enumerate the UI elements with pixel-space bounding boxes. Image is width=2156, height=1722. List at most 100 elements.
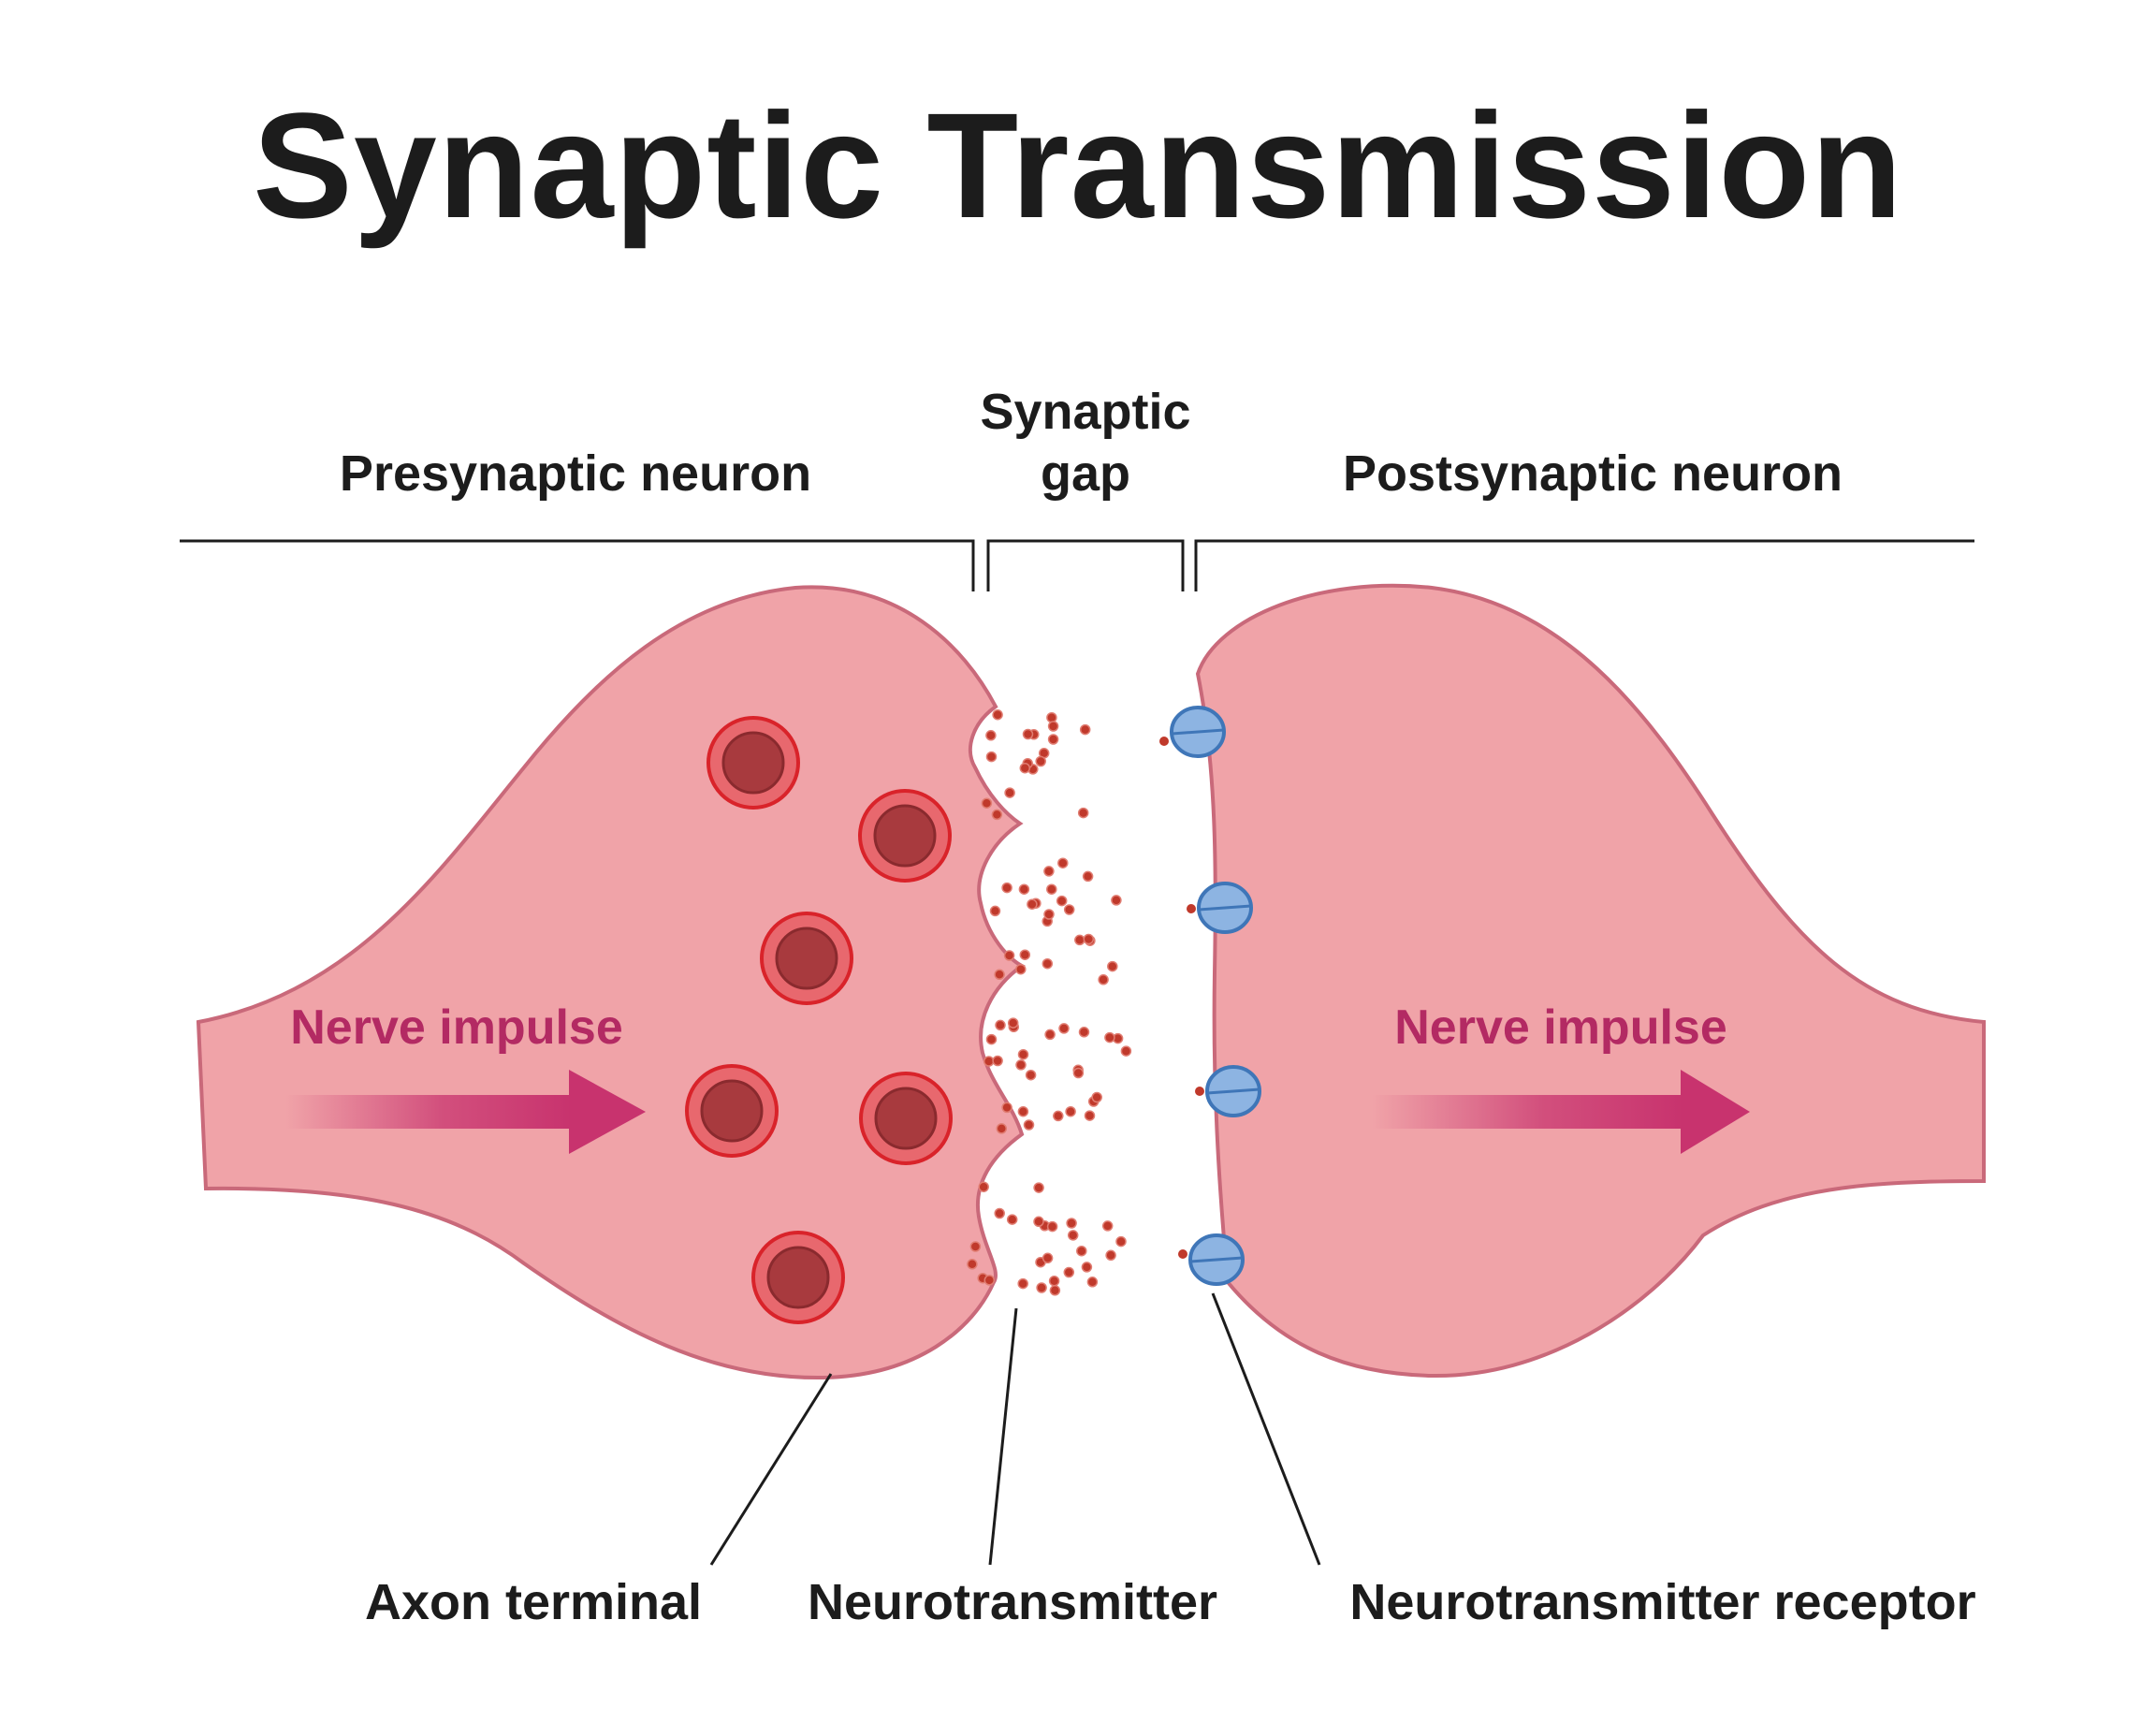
leader-axon-terminal bbox=[709, 1373, 833, 1566]
neurotransmitter-dot bbox=[1107, 960, 1118, 972]
neurotransmitter-dot bbox=[1082, 870, 1094, 883]
neurotransmitter-dot bbox=[981, 797, 993, 809]
neurotransmitter-dot bbox=[1003, 950, 1015, 961]
neurotransmitter-dot bbox=[995, 1019, 1006, 1031]
neurotransmitter-dot bbox=[1057, 857, 1069, 868]
neurotransmitter-dot bbox=[985, 730, 997, 741]
neurotransmitter-dot bbox=[1076, 1245, 1087, 1257]
neurotransmitter-dot bbox=[1019, 949, 1031, 960]
neurotransmitter-dot bbox=[991, 809, 1003, 821]
nerve-impulse-arrow-left bbox=[285, 1070, 646, 1154]
neurotransmitter-dot bbox=[1033, 1216, 1044, 1228]
neurotransmitter-dot bbox=[1043, 866, 1055, 877]
neurotransmitter-dot bbox=[1072, 1067, 1085, 1079]
neurotransmitter-dot bbox=[1111, 895, 1122, 906]
neurotransmitter-dot bbox=[1047, 721, 1059, 732]
neurotransmitter-dot bbox=[1025, 1069, 1037, 1081]
neurotransmitter-dot bbox=[1015, 963, 1027, 975]
neurotransmitter-dot bbox=[1046, 883, 1057, 895]
synaptic-vesicle bbox=[751, 1231, 845, 1324]
neurotransmitter-dot bbox=[1078, 1027, 1090, 1038]
neurotransmitter-dot bbox=[1004, 787, 1015, 798]
neurotransmitter-dot bbox=[992, 708, 1003, 721]
neurotransmitter-dot bbox=[1047, 734, 1059, 745]
region-brackets bbox=[180, 539, 1974, 591]
leader-receptor bbox=[1211, 1292, 1321, 1566]
neurotransmitter-dot bbox=[1042, 957, 1054, 970]
synaptic-vesicles bbox=[685, 716, 953, 1324]
neurotransmitter-dot bbox=[1115, 1235, 1127, 1248]
receptor bbox=[1159, 706, 1226, 758]
label-neurotransmitter: Neurotransmitter bbox=[808, 1574, 1217, 1630]
neurotransmitter-dot bbox=[1063, 1266, 1075, 1278]
nerve-impulse-arrow-right bbox=[1372, 1070, 1750, 1154]
neurotransmitter-dot bbox=[1120, 1045, 1132, 1057]
neurotransmitter-dot bbox=[1043, 909, 1055, 920]
synaptic-vesicle bbox=[760, 912, 853, 1005]
neurotransmitter-dot bbox=[1019, 762, 1031, 774]
neurotransmitter-dot bbox=[992, 1055, 1003, 1067]
diagram-title: Synaptic Transmission bbox=[253, 81, 1903, 249]
bracket-postsynaptic bbox=[1194, 539, 1974, 591]
neurotransmitter-dot bbox=[1086, 1277, 1099, 1288]
neurotransmitter-dot bbox=[1035, 755, 1046, 767]
nerve-impulse-label-left: Nerve impulse bbox=[290, 1000, 623, 1055]
neurotransmitter-dot bbox=[1063, 904, 1075, 915]
leader-neurotransmitter bbox=[988, 1307, 1018, 1566]
neurotransmitter-dot bbox=[1083, 933, 1095, 945]
neurotransmitter-dot bbox=[1058, 1023, 1070, 1034]
neurotransmitter-dot bbox=[983, 1275, 996, 1286]
neurotransmitter-dot bbox=[1065, 1105, 1076, 1117]
neurotransmitter-dot bbox=[983, 1056, 995, 1067]
neurotransmitter-dot bbox=[978, 1181, 989, 1192]
neurotransmitter-dot bbox=[1104, 1031, 1115, 1043]
neurotransmitter-dot bbox=[1066, 1218, 1077, 1229]
neurotransmitter-dot bbox=[994, 969, 1005, 981]
neurotransmitter-dot bbox=[985, 751, 998, 763]
neurotransmitter-dot bbox=[1007, 1017, 1019, 1029]
neurotransmitter-dot bbox=[1101, 1220, 1114, 1232]
receptor bbox=[1178, 1233, 1245, 1286]
neurotransmitter-dot bbox=[1015, 1059, 1027, 1071]
neurotransmitter-dot bbox=[1081, 1262, 1093, 1273]
receptor bbox=[1195, 1065, 1261, 1117]
neurotransmitter-dot bbox=[1074, 934, 1085, 946]
neurotransmitter-dot bbox=[1056, 895, 1068, 907]
neurotransmitter-dot bbox=[1018, 883, 1030, 895]
neurotransmitter-dot bbox=[1077, 807, 1089, 819]
neurotransmitter-dot bbox=[985, 1033, 998, 1045]
neurotransmitter-dot bbox=[1105, 1249, 1116, 1262]
presynaptic-neuron bbox=[196, 585, 1026, 1380]
neurotransmitter-dot bbox=[1048, 1275, 1060, 1287]
neurotransmitter-dot bbox=[1006, 1214, 1018, 1225]
neurotransmitter-dot bbox=[1049, 1285, 1061, 1296]
neurotransmitter-dot bbox=[1001, 882, 1012, 894]
neurotransmitter-receptors bbox=[1159, 706, 1261, 1286]
receptor bbox=[1187, 882, 1253, 934]
neurotransmitter-dot bbox=[1084, 1110, 1096, 1121]
neurotransmitter-dot bbox=[1046, 1220, 1058, 1233]
neurotransmitter-dot bbox=[1027, 898, 1038, 910]
label-postsynaptic-neuron: Postsynaptic neuron bbox=[1343, 445, 1843, 502]
callout-leader-lines bbox=[709, 1292, 1321, 1566]
neurotransmitter-cluster bbox=[967, 708, 1132, 1296]
neurotransmitter-dot bbox=[1091, 1091, 1102, 1103]
synaptic-vesicle bbox=[685, 1064, 779, 1158]
neurotransmitter-dot bbox=[994, 1207, 1005, 1219]
neurotransmitter-dot bbox=[996, 1123, 1008, 1134]
neurotransmitter-dot bbox=[967, 1259, 978, 1270]
neurotransmitter-dot bbox=[1067, 1230, 1079, 1241]
neurotransmitter-dot bbox=[1023, 1119, 1035, 1131]
neurotransmitter-dot bbox=[1079, 723, 1091, 736]
nerve-impulse-label-right: Nerve impulse bbox=[1394, 1000, 1727, 1055]
neurotransmitter-dot bbox=[1044, 1029, 1056, 1041]
label-synaptic-gap-line2: gap bbox=[1041, 445, 1130, 502]
neurotransmitter-dot bbox=[1042, 1252, 1054, 1264]
neurotransmitter-dot bbox=[1022, 728, 1034, 740]
label-synaptic-gap-line1: Synaptic bbox=[980, 384, 1190, 440]
synaptic-vesicle bbox=[707, 716, 800, 810]
neurotransmitter-dot bbox=[1001, 1102, 1012, 1114]
neurotransmitter-dot bbox=[1017, 1277, 1028, 1290]
label-presynaptic-neuron: Presynaptic neuron bbox=[340, 445, 811, 502]
